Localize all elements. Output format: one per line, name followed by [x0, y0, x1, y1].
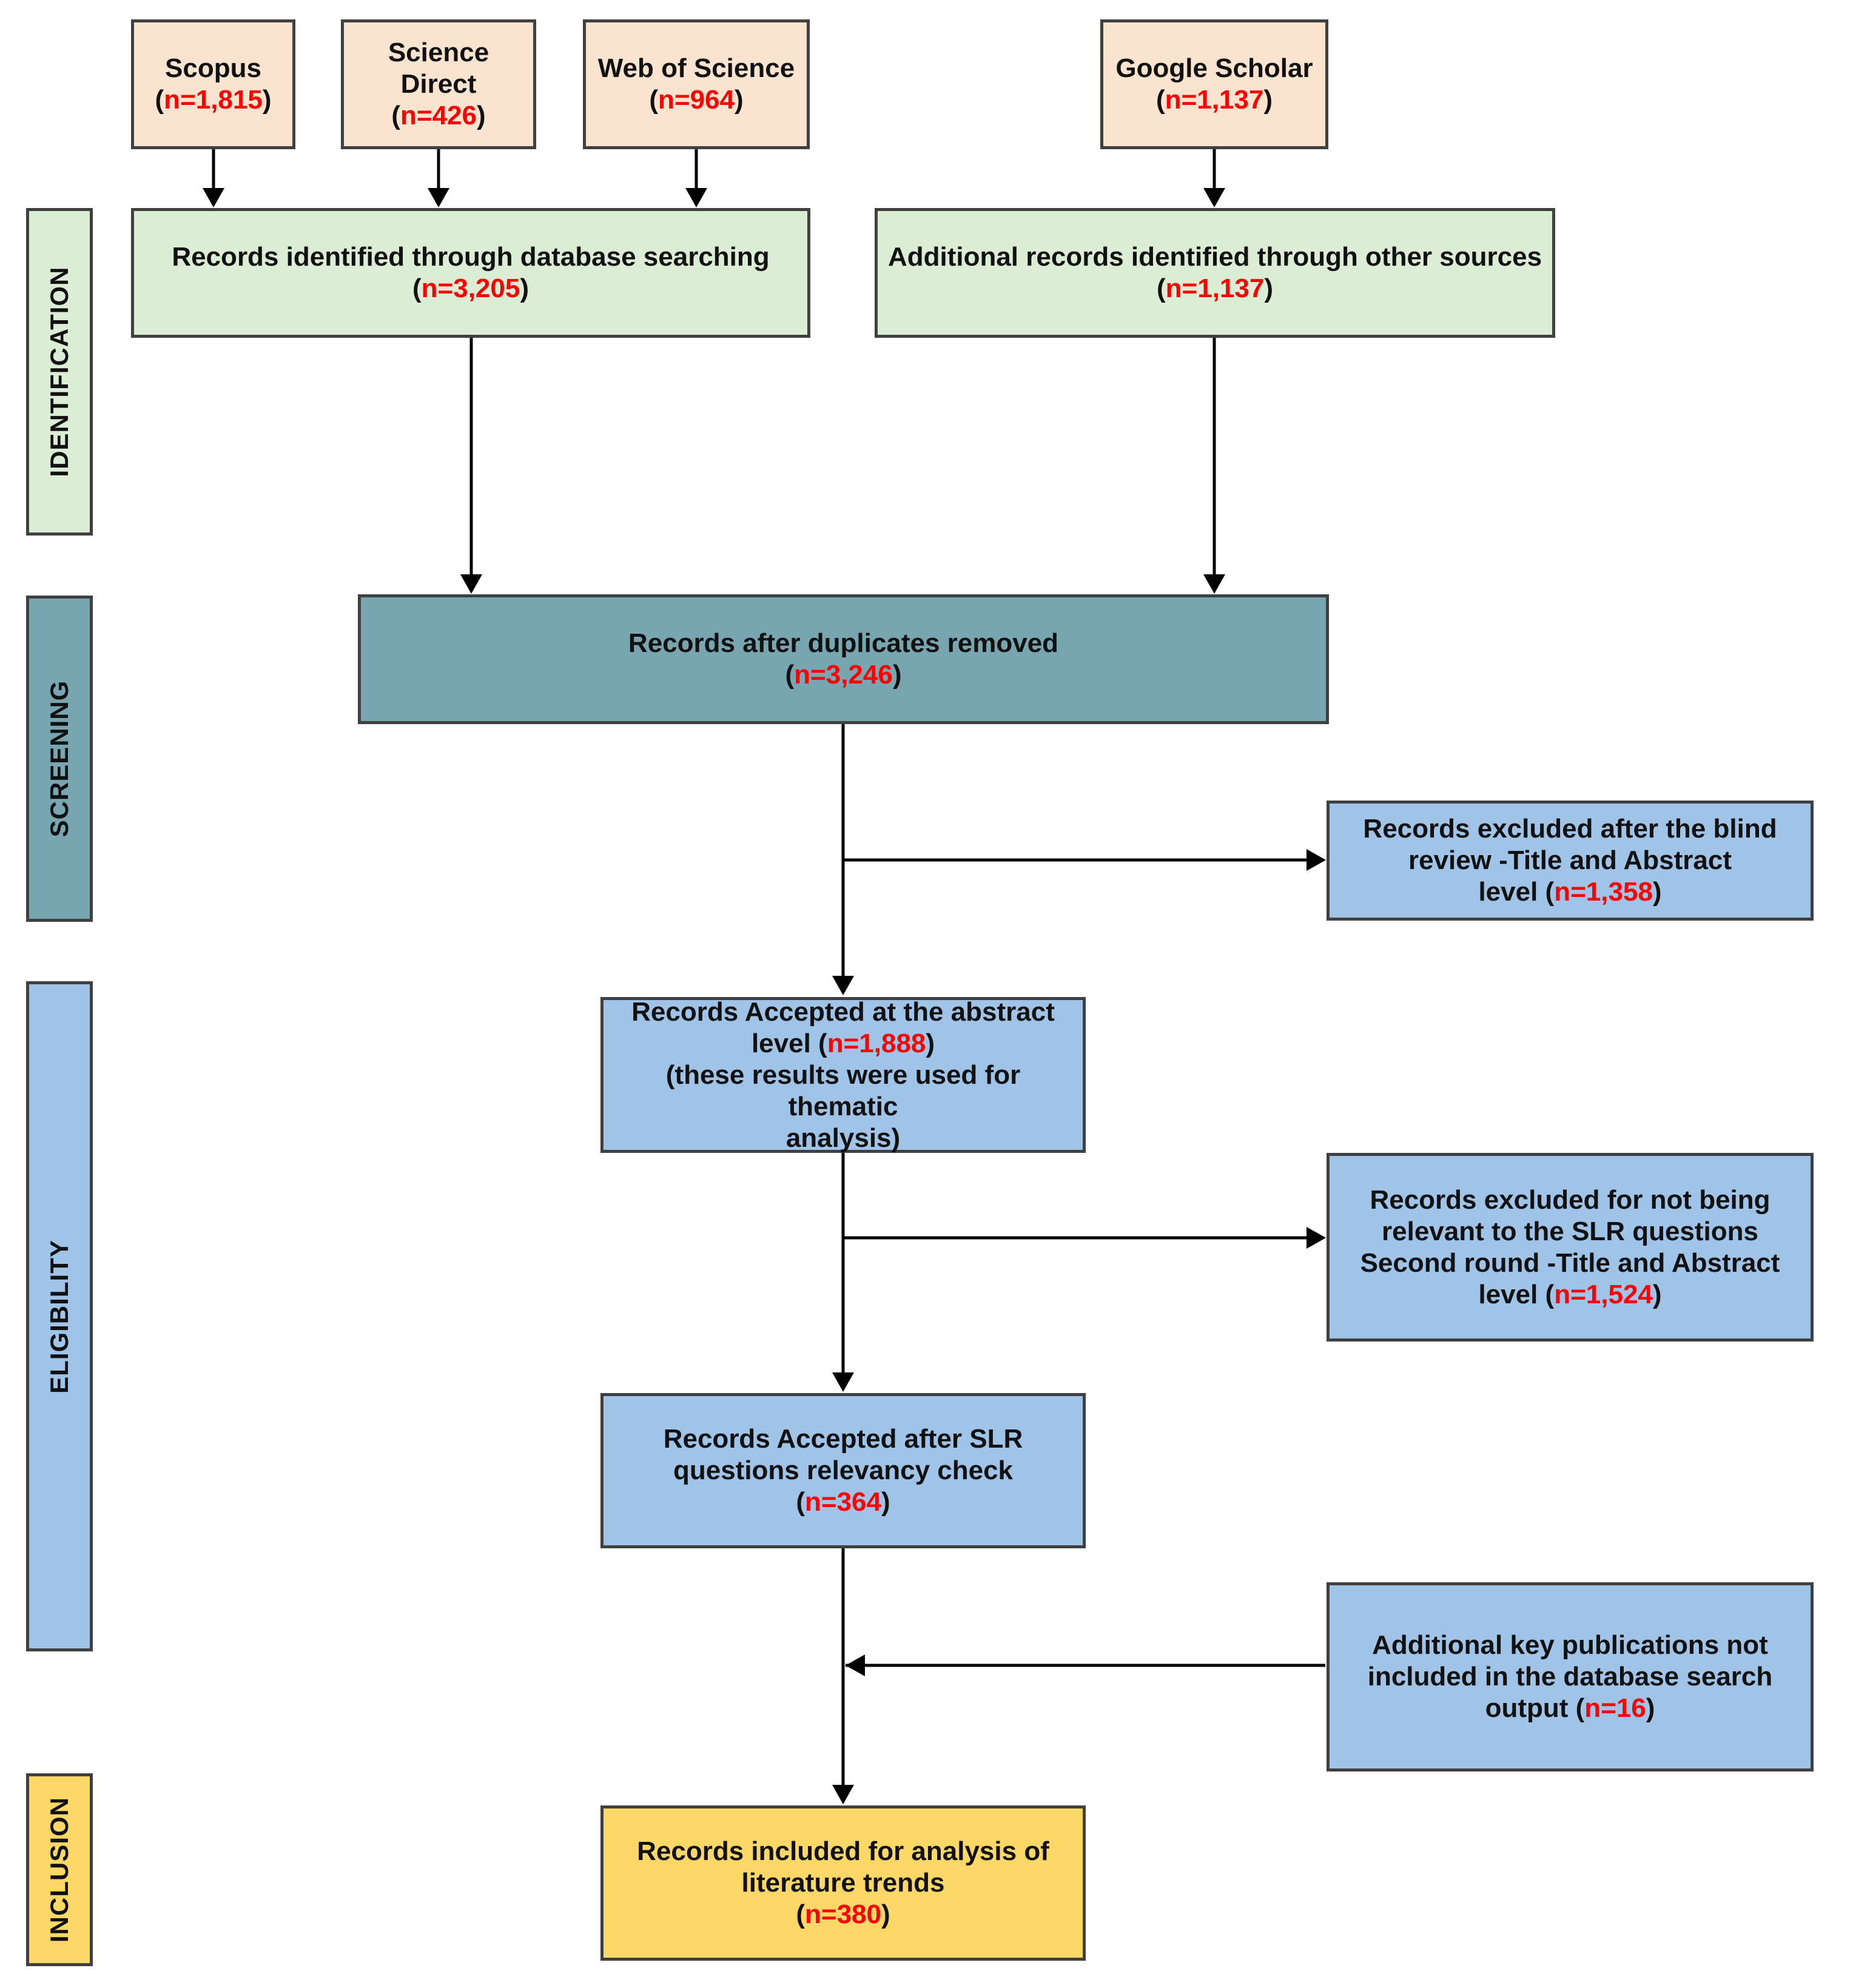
- records-accepted-abstract-line4: analysis): [785, 1123, 901, 1153]
- arrowhead-web-of-science: [685, 188, 707, 207]
- arrowhead-accepted-to-slr: [832, 1372, 854, 1392]
- stage-eligibility: ELIGIBILITY: [26, 981, 93, 1651]
- source-web-of-science-count: n=964: [658, 85, 735, 115]
- records-accepted-abstract-line3: (these results were used for thematic: [665, 1059, 1021, 1121]
- records-included-count: n=380: [805, 1899, 881, 1929]
- arrowhead-additional-to-flow: [846, 1654, 865, 1676]
- arrowhead-science-direct: [428, 188, 449, 207]
- source-science-direct-count: n=426: [400, 101, 477, 130]
- source-scopus-count: n=1,815: [164, 85, 263, 115]
- source-scopus-label: Scopus: [165, 53, 261, 83]
- source-science-direct-label: Science Direct: [388, 38, 489, 99]
- stage-screening: SCREENING: [26, 596, 93, 922]
- records-excluded-slr-line3: Second round -Title and Abstract: [1360, 1248, 1780, 1278]
- records-accepted-abstract-count: n=1,888: [827, 1028, 926, 1058]
- records-accepted-abstract-line2: level: [751, 1028, 811, 1058]
- additional-key-publications-line3: output: [1485, 1693, 1569, 1723]
- records-included-line2: literature trends: [741, 1868, 945, 1898]
- records-identified-other: Additional records identified through ot…: [875, 208, 1555, 338]
- records-included: Records included for analysis of literat…: [600, 1805, 1086, 1961]
- records-identified-database-count: n=3,205: [421, 274, 520, 303]
- arrowhead-scopus: [203, 188, 224, 207]
- additional-key-publications-line1: Additional key publications not: [1372, 1630, 1768, 1660]
- arrowhead-duplicates-to-accepted: [832, 976, 854, 995]
- records-after-duplicates: Records after duplicates removed (n=3,24…: [358, 594, 1329, 724]
- arrowhead-slr-to-included: [832, 1785, 854, 1804]
- arrowhead-db-to-duplicates: [460, 574, 482, 594]
- arrowhead-excluded-blind: [1307, 849, 1326, 871]
- records-identified-database: Records identified through database sear…: [131, 208, 810, 338]
- source-web-of-science-label: Web of Science: [597, 53, 795, 83]
- records-accepted-slr-line2: questions relevancy check: [673, 1456, 1014, 1485]
- additional-key-publications: Additional key publications not included…: [1327, 1582, 1814, 1771]
- records-excluded-blind-line1: Records excluded after the blind: [1363, 814, 1777, 844]
- records-identified-other-text: Additional records identified through ot…: [887, 242, 1542, 272]
- source-scopus: Scopus (n=1,815): [131, 19, 295, 149]
- additional-key-publications-count: n=16: [1584, 1693, 1646, 1723]
- additional-key-publications-line2: included in the database search: [1367, 1662, 1773, 1691]
- records-accepted-slr: Records Accepted after SLR questions rel…: [600, 1393, 1086, 1548]
- records-accepted-slr-count: n=364: [805, 1487, 881, 1517]
- stage-inclusion: INCLUSION: [26, 1773, 93, 1966]
- source-google-scholar-label: Google Scholar: [1115, 53, 1313, 83]
- records-accepted-abstract-line1: Records Accepted at the abstract: [631, 996, 1055, 1027]
- source-science-direct: Science Direct (n=426): [341, 19, 536, 149]
- records-identified-database-text: Records identified through database sear…: [172, 242, 770, 272]
- records-excluded-slr-line4: level: [1478, 1279, 1538, 1309]
- source-google-scholar-count: n=1,137: [1165, 85, 1264, 115]
- records-identified-other-count: n=1,137: [1165, 274, 1265, 303]
- records-excluded-slr-line1: Records excluded for not being: [1370, 1184, 1771, 1215]
- source-google-scholar: Google Scholar (n=1,137): [1100, 19, 1328, 149]
- records-excluded-slr-line2: relevant to the SLR questions: [1382, 1216, 1758, 1246]
- records-excluded-blind-count: n=1,358: [1554, 877, 1653, 907]
- records-excluded-blind: Records excluded after the blind review …: [1327, 801, 1814, 921]
- records-excluded-slr-count: n=1,524: [1554, 1279, 1653, 1309]
- arrowhead-other-to-duplicates: [1203, 574, 1225, 594]
- records-accepted-abstract: Records Accepted at the abstract level (…: [600, 997, 1086, 1153]
- records-accepted-slr-line1: Records Accepted after SLR: [663, 1424, 1023, 1454]
- records-excluded-blind-line3: level: [1478, 877, 1538, 907]
- stage-identification: IDENTIFICATION: [26, 208, 93, 536]
- records-after-duplicates-count: n=3,246: [794, 660, 893, 690]
- records-excluded-blind-line2: review -Title and Abstract: [1408, 845, 1732, 875]
- records-excluded-slr: Records excluded for not being relevant …: [1327, 1153, 1814, 1342]
- arrowhead-excluded-slr: [1307, 1227, 1326, 1249]
- records-after-duplicates-text: Records after duplicates removed: [628, 628, 1059, 658]
- arrowhead-google-scholar: [1203, 188, 1225, 207]
- records-included-line1: Records included for analysis of: [637, 1836, 1049, 1866]
- source-web-of-science: Web of Science (n=964): [583, 19, 810, 149]
